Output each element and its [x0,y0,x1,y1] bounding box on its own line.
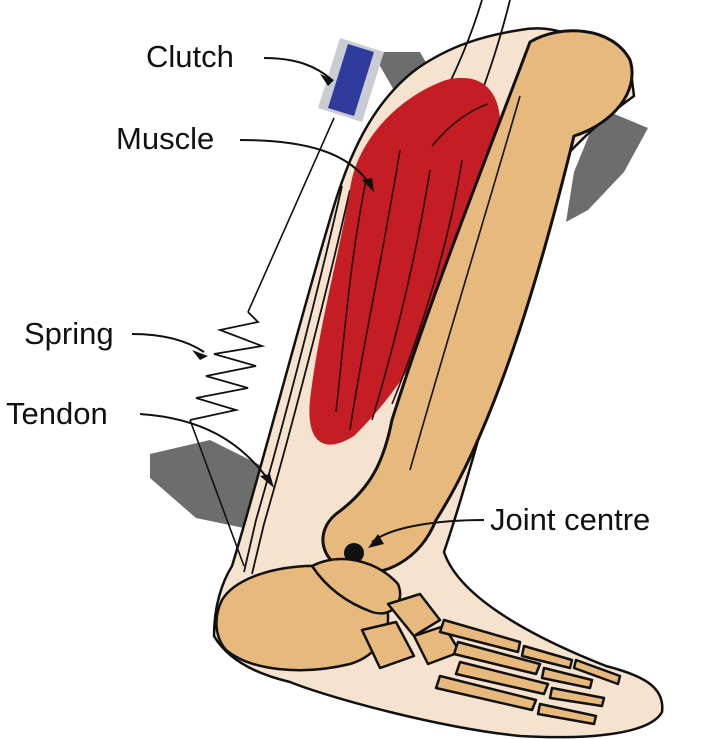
label-tendon: Tendon [6,396,108,431]
label-clutch: Clutch [146,39,234,74]
spring-leader [132,334,204,352]
label-muscle: Muscle [116,121,214,156]
label-joint-centre: Joint centre [490,502,650,537]
clutch-leader [264,58,332,80]
spring-coil [190,312,262,420]
label-spring: Spring [24,316,114,351]
spring-arrowhead [192,350,208,360]
